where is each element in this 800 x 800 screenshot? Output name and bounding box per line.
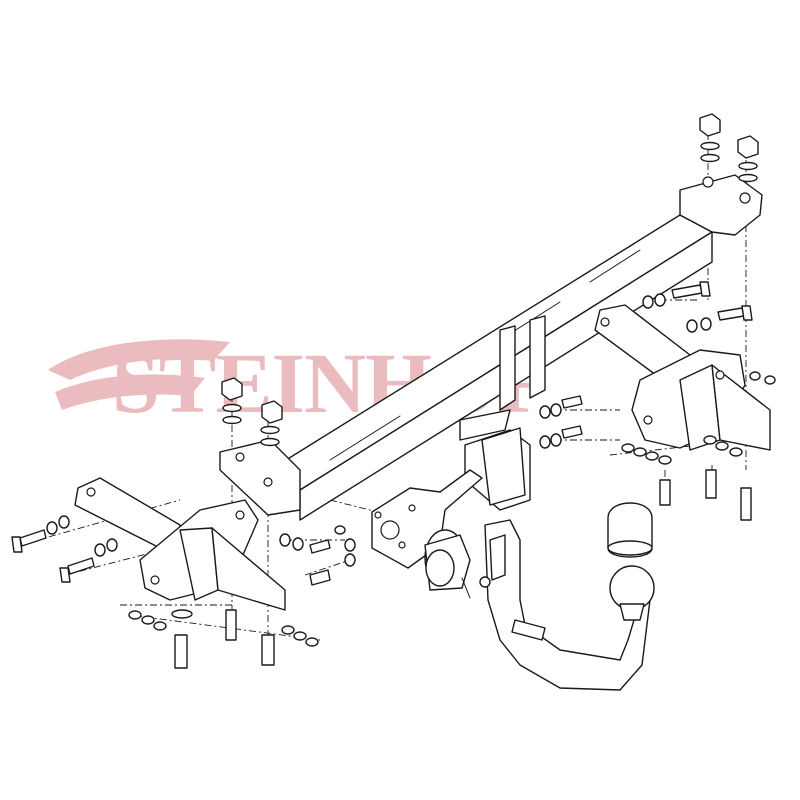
ball-cover-cap [607,502,653,558]
bolts-center [539,395,583,449]
bolts-left-lower [128,609,319,669]
fastener-stack-right-top [699,113,759,183]
socket-plate [371,469,483,569]
fastener-stack-left [221,377,283,447]
bolts-socket [279,525,356,586]
logo-swoosh-mark [48,339,230,410]
bolts-left [11,515,118,583]
right-mounting-bracket [594,304,771,451]
center-clamp-bracket [459,315,546,511]
electrical-socket [424,529,471,599]
left-mounting-bracket [74,477,286,611]
tow-ball [609,565,655,621]
bolts-right [642,281,776,385]
tow-ball-neck [479,519,651,691]
bolts-right-lower [621,435,752,521]
right-top-bracket [679,174,763,236]
